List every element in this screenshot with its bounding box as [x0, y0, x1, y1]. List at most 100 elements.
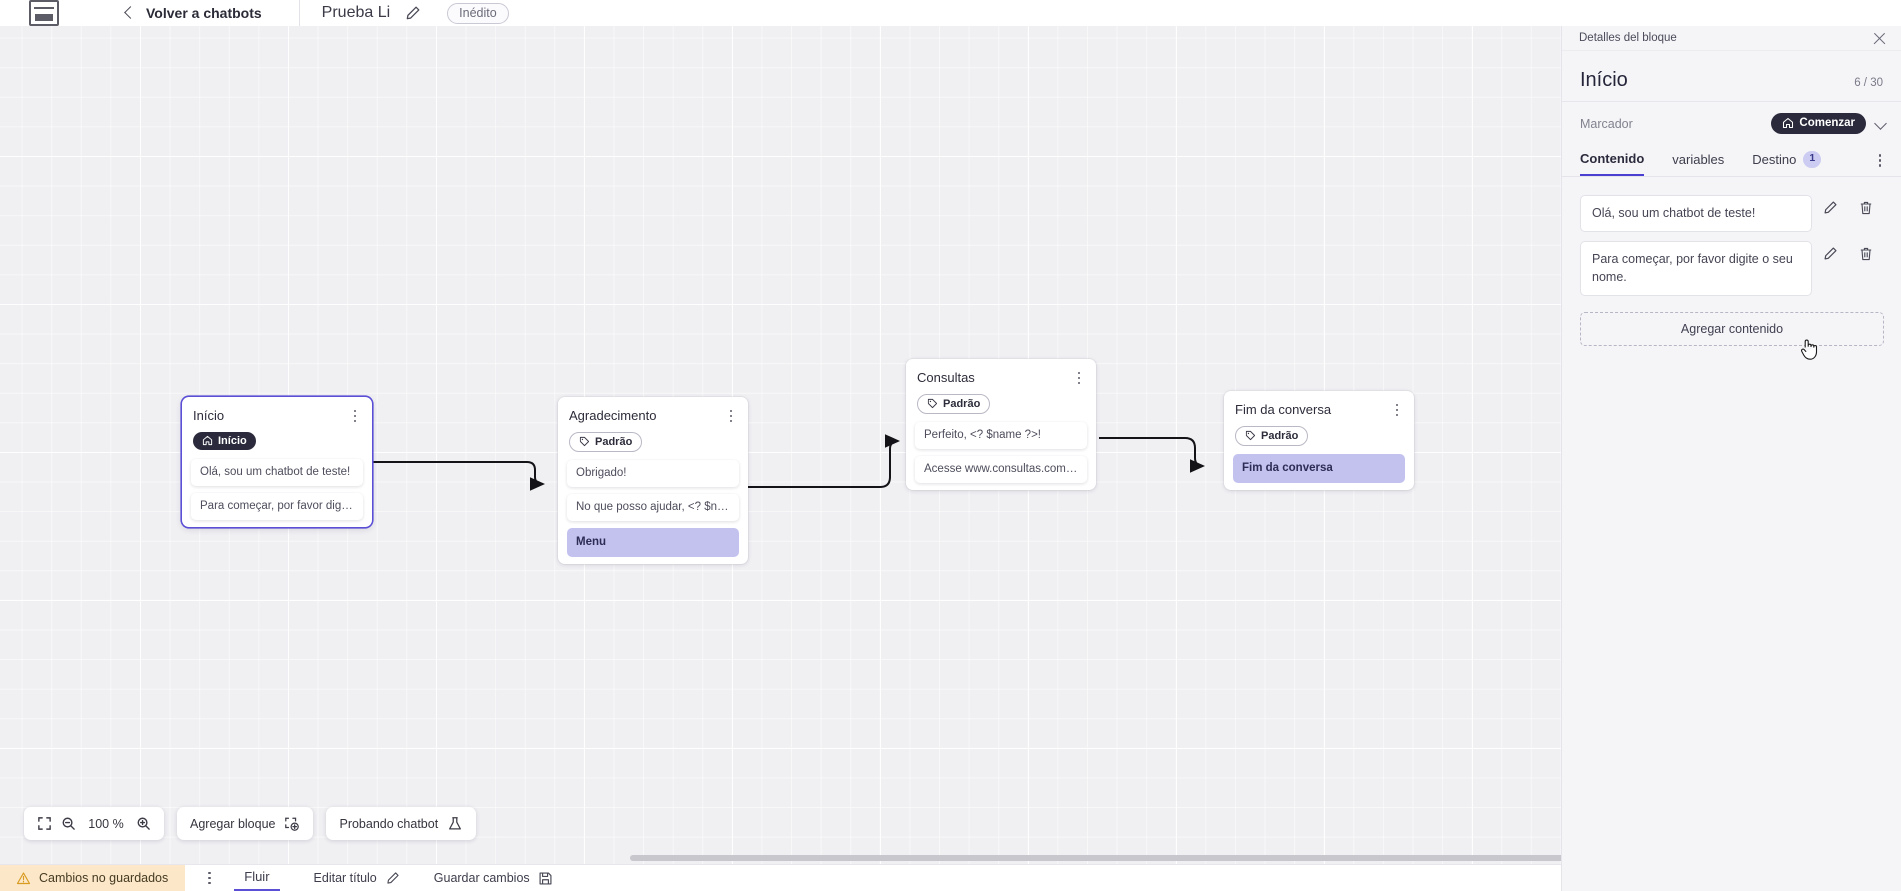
block-details-panel: información general Constructor Canales … [1561, 0, 1901, 891]
destino-count-badge: 1 [1803, 151, 1822, 168]
flow-node-consultas[interactable]: Consultas Padrão Perfeito, <? $name ?>! … [906, 359, 1096, 490]
flow-canvas[interactable]: Início Início Olá, sou um chatbot de tes… [0, 26, 1561, 864]
unsaved-changes-label: Cambios no guardados [39, 871, 169, 885]
pencil-icon [385, 871, 400, 886]
save-changes-button[interactable]: Guardar cambios [434, 871, 553, 886]
zoom-level-value: 100 % [88, 816, 124, 831]
node-title: Início [193, 408, 225, 423]
marker-controls: Comenzar [1771, 113, 1887, 134]
node-badge-padrao[interactable]: Padrão [1235, 426, 1309, 446]
node-message-highlight[interactable]: Menu [567, 528, 739, 557]
panel-inner-tabs: Contenido variables Destino 1 [1562, 145, 1901, 177]
bottom-toolbar: Cambios no guardados Fluir Editar título… [0, 864, 1561, 891]
tag-icon [1245, 430, 1256, 441]
flow-node-inicio[interactable]: Início Início Olá, sou um chatbot de tes… [182, 397, 372, 527]
node-chip-row: Padrão [906, 386, 1096, 420]
node-badge-padrao[interactable]: Padrão [917, 394, 991, 414]
marker-row: Marcador Comenzar [1562, 102, 1901, 145]
node-message[interactable]: Olá, sou um chatbot de teste! [191, 459, 363, 486]
home-icon [1783, 117, 1794, 129]
bot-name-title: Prueba Li [321, 4, 391, 21]
block-count: 6 / 30 [1854, 77, 1883, 89]
tab-fluir[interactable]: Fluir [234, 865, 280, 891]
tab-variables[interactable]: variables [1672, 146, 1724, 175]
panel-menu-icon[interactable] [1873, 153, 1887, 169]
node-messages: Olá, sou um chatbot de teste! Para começ… [182, 457, 372, 520]
trash-icon[interactable] [1848, 200, 1884, 216]
tag-icon [579, 436, 590, 447]
top-header: Volver a chatbots Prueba Li Inédito [0, 0, 1901, 26]
edit-bot-name-icon[interactable] [404, 5, 421, 22]
node-messages: Perfeito, <? $name ?>! Acesse www.consul… [906, 420, 1096, 483]
chevron-down-icon[interactable] [1874, 117, 1887, 130]
trash-icon[interactable] [1848, 246, 1884, 262]
content-item-actions [1812, 241, 1884, 262]
node-message[interactable]: Acesse www.consultas.com par... [915, 456, 1087, 483]
zoom-out-icon[interactable] [61, 816, 76, 831]
add-content-button[interactable]: Agregar contenido [1580, 312, 1884, 347]
close-icon[interactable] [1872, 31, 1887, 46]
back-chevron-icon[interactable] [122, 6, 136, 20]
unsaved-changes-badge: Cambios no guardados [0, 864, 186, 891]
save-changes-label: Guardar cambios [433, 871, 530, 885]
add-block-button[interactable]: Agregar bloque [177, 807, 314, 840]
node-badge-inicio[interactable]: Início [193, 432, 256, 450]
zoom-controls: 100 % [24, 807, 164, 840]
canvas-horizontal-scrollbar[interactable] [0, 853, 1561, 864]
canvas-toolbar: 100 % Agregar bloque [24, 807, 477, 840]
node-badge-label: Início [218, 434, 247, 447]
pencil-icon[interactable] [1812, 200, 1848, 216]
test-chatbot-label: Probando chatbot [339, 816, 439, 831]
node-chip-row: Padrão [558, 424, 748, 458]
via-logo-icon [29, 0, 59, 26]
back-to-chatbots-link[interactable]: Volver a chatbots [146, 5, 262, 21]
add-block-label: Agregar bloque [190, 816, 276, 831]
node-title: Fim da conversa [1235, 402, 1332, 417]
bottom-menu-icon[interactable] [202, 870, 216, 886]
node-menu-icon[interactable] [724, 408, 738, 424]
content-item: Para começar, por favor digite o seu nom… [1580, 241, 1884, 297]
panel-subheader-title: Detalles del bloque [1579, 32, 1677, 44]
node-badge-label: Padrão [1261, 429, 1299, 442]
pencil-icon[interactable] [1812, 246, 1848, 262]
tab-variables-label: variables [1672, 152, 1725, 167]
edit-title-button[interactable]: Editar título [314, 871, 400, 886]
zoom-in-icon[interactable] [136, 816, 151, 831]
app-logo[interactable] [26, 0, 62, 26]
panel-subheader: Detalles del bloque [1562, 26, 1901, 51]
edge-inicio-agradecimento [373, 461, 545, 491]
node-message-highlight[interactable]: Fim da conversa [1233, 454, 1405, 483]
node-message[interactable]: Para começar, por favor digite o ... [191, 493, 363, 520]
edge-agradecimento-consultas [736, 434, 900, 488]
marker-chip-comenzar[interactable]: Comenzar [1771, 113, 1866, 134]
node-badge-padrao[interactable]: Padrão [569, 432, 643, 452]
content-text[interactable]: Olá, sou um chatbot de teste! [1580, 195, 1812, 233]
node-messages: Fim da conversa [1224, 452, 1414, 483]
content-text[interactable]: Para começar, por favor digite o seu nom… [1580, 241, 1812, 297]
node-header: Consultas [906, 359, 1096, 386]
flow-node-agradecimento[interactable]: Agradecimento Padrão Obrigado! No que po… [558, 397, 748, 564]
scrollbar-thumb[interactable] [630, 855, 1561, 861]
flask-icon [447, 816, 463, 832]
node-header: Fim da conversa [1224, 391, 1414, 418]
tab-destino[interactable]: Destino 1 [1752, 145, 1822, 175]
node-menu-icon[interactable] [1072, 370, 1086, 386]
node-message[interactable]: Obrigado! [567, 460, 739, 487]
status-badge[interactable]: Inédito [447, 2, 509, 24]
node-menu-icon[interactable] [348, 408, 362, 424]
node-message[interactable]: Perfeito, <? $name ?>! [915, 422, 1087, 449]
panel-content-list: Olá, sou um chatbot de teste! Para [1562, 177, 1901, 891]
tag-icon [927, 398, 938, 409]
tab-contenido[interactable]: Contenido [1580, 145, 1645, 176]
node-message[interactable]: No que posso ajudar, <? $name ... [567, 494, 739, 521]
node-header: Agradecimento [558, 397, 748, 424]
page-title: Início [1580, 69, 1628, 91]
node-header: Início [182, 397, 372, 424]
test-chatbot-button[interactable]: Probando chatbot [326, 807, 477, 840]
fit-screen-icon[interactable] [37, 816, 52, 831]
node-menu-icon[interactable] [1390, 402, 1404, 418]
content-item: Olá, sou um chatbot de teste! [1580, 195, 1884, 233]
flow-node-fim-da-conversa[interactable]: Fim da conversa Padrão Fim da conversa [1224, 391, 1414, 490]
node-badge-label: Padrão [595, 435, 633, 448]
panel-title-row: Início 6 / 30 [1562, 51, 1901, 102]
